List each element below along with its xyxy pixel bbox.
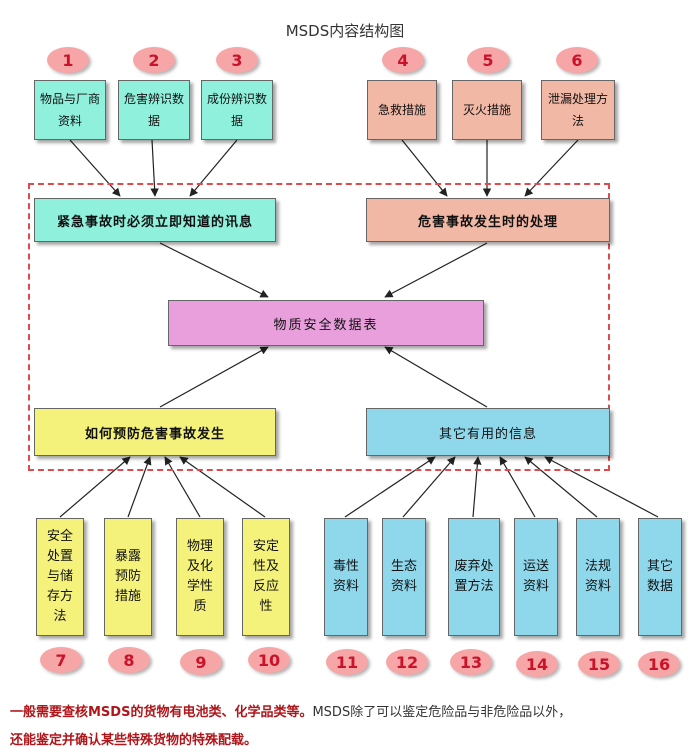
number-badge-1: 1 (47, 47, 89, 73)
box-label: 灭火措施 (462, 103, 511, 117)
box-label: 危害事故发生时的处理 (417, 214, 558, 230)
number-badge-8: 8 (108, 647, 150, 673)
box-ecology: 生态资料 (382, 518, 426, 636)
box-label: 急救措施 (377, 103, 426, 117)
number-badge-15: 15 (578, 651, 620, 677)
number-badge-9: 9 (180, 649, 222, 675)
number-badge-3: 3 (216, 47, 258, 73)
box-disposal: 废弃处置方法 (448, 518, 500, 636)
box-label: 暴露预防措施 (114, 549, 141, 604)
box-exposure-prevention: 暴露预防措施 (104, 518, 152, 636)
number-badge-11: 11 (326, 649, 368, 675)
footer-line-1: 一般需要查核MSDS的货物有电池类、化学品类等。MSDS除了可以鉴定危险品与非危… (10, 698, 682, 728)
footer-bold-text: 还能鉴定并确认某些特殊货物的特殊配载。 (10, 733, 258, 748)
number-badge-16: 16 (638, 651, 680, 677)
box-physical-chemical-properties: 物理及化学性质 (176, 518, 224, 636)
box-first-aid: 急救措施 (367, 80, 437, 140)
number-badge-14: 14 (516, 651, 558, 677)
footer-line-2: 还能鉴定并确认某些特殊货物的特殊配载。 (10, 726, 682, 756)
box-product-manufacturer: 物品与厂商资料 (34, 80, 106, 140)
box-composition-identification: 成份辨识数据 (201, 80, 273, 140)
box-label: 紧急事故时必须立即知道的讯息 (56, 214, 253, 230)
number-badge-5: 5 (467, 47, 509, 73)
box-toxicity: 毒性资料 (324, 518, 368, 636)
box-label: 泄漏处理方法 (547, 92, 608, 128)
box-safe-handling-storage: 安全处置与储存方法 (36, 518, 84, 636)
dashed-frame (28, 183, 610, 471)
diagram-title: MSDS内容结构图 (285, 22, 405, 40)
box-label: 生态资料 (390, 559, 417, 594)
footer-bold-text: 一般需要查核MSDS的货物有电池类、化学品类等。 (10, 705, 313, 720)
number-badge-13: 13 (450, 649, 492, 675)
box-regulations: 法规资料 (576, 518, 620, 636)
box-label: 物品与厂商资料 (39, 92, 100, 128)
number-badge-2: 2 (133, 47, 175, 73)
box-hazard-identification: 危害辨识数据 (118, 80, 190, 140)
box-label: 运送资料 (522, 559, 549, 594)
box-msds-center: 物质安全数据表 (168, 300, 484, 346)
box-label: 其它数据 (646, 559, 673, 594)
number-badge-6: 6 (556, 47, 598, 73)
box-other-data: 其它数据 (638, 518, 682, 636)
box-label: 废弃处置方法 (454, 559, 494, 594)
box-transport: 运送资料 (514, 518, 558, 636)
box-emergency-info: 紧急事故时必须立即知道的讯息 (34, 198, 276, 242)
box-firefighting: 灭火措施 (452, 80, 522, 140)
box-stability-reactivity: 安定性及反应性 (242, 518, 290, 636)
box-other-info: 其它有用的信息 (366, 408, 610, 456)
box-label: 如何预防危害事故发生 (84, 426, 225, 442)
box-prevention: 如何预防危害事故发生 (34, 408, 276, 456)
footer-text: MSDS除了可以鉴定危险品与非危险品以外， (312, 705, 572, 720)
box-label: 安定性及反应性 (252, 539, 279, 614)
box-label: 物理及化学性质 (186, 539, 213, 614)
box-label: 安全处置与储存方法 (46, 529, 73, 624)
number-badge-10: 10 (248, 647, 290, 673)
number-badge-4: 4 (382, 47, 424, 73)
box-label: 其它有用的信息 (438, 426, 537, 442)
number-badge-7: 7 (40, 647, 82, 673)
number-badge-12: 12 (386, 649, 428, 675)
box-incident-handling: 危害事故发生时的处理 (366, 198, 610, 242)
box-label: 危害辨识数据 (123, 92, 184, 128)
box-spill-handling: 泄漏处理方法 (541, 80, 615, 140)
box-label: 法规资料 (584, 559, 611, 594)
box-label: 物质安全数据表 (273, 317, 379, 333)
box-label: 毒性资料 (332, 559, 359, 594)
box-label: 成份辨识数据 (206, 92, 267, 128)
